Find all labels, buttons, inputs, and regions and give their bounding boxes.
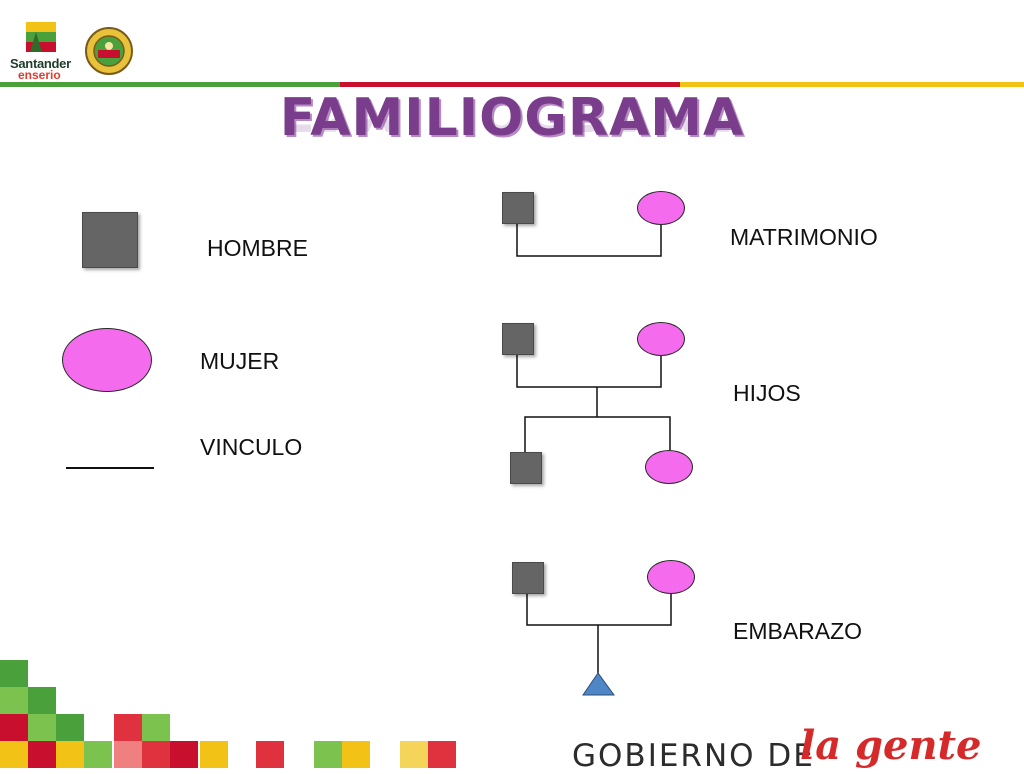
hijos-father [502, 323, 534, 355]
footer-gobierno: GOBIERNO DE [572, 738, 815, 774]
santander-flag-icon [26, 22, 56, 52]
male-symbol [82, 212, 138, 268]
hijos-mother [637, 322, 685, 356]
header-stripe-yellow [680, 82, 1024, 87]
hijos-children-line [524, 416, 671, 452]
footer-mosaic [0, 660, 456, 768]
hijos-son [510, 452, 542, 484]
header-stripe-red [340, 82, 680, 87]
female-symbol [62, 328, 152, 392]
footer-gente: la gente [800, 722, 982, 769]
matrimonio-line [516, 223, 662, 257]
hijos-parents-line [516, 354, 662, 388]
logo-line2: enserio [18, 68, 61, 82]
matrimonio-female [637, 191, 685, 225]
label-vinculo: VINCULO [200, 434, 303, 460]
label-mujer: MUJER [200, 348, 280, 374]
pregnancy-triangle [582, 672, 615, 696]
embarazo-male [512, 562, 544, 594]
hijos-daughter [645, 450, 693, 484]
label-hombre: HOMBRE [207, 235, 308, 261]
municipal-seal-icon [84, 26, 134, 76]
label-embarazo: EMBARAZO [733, 618, 863, 644]
matrimonio-male [502, 192, 534, 224]
embarazo-female [647, 560, 695, 594]
link-line [66, 467, 154, 469]
label-hijos: HIJOS [733, 380, 801, 406]
page-title: FAMILIOGRAMA [279, 88, 745, 148]
embarazo-line [526, 592, 672, 626]
header-stripe-green [0, 82, 340, 87]
santander-logo: Santander enserio [10, 18, 72, 82]
label-matrimonio: MATRIMONIO [730, 224, 878, 250]
logo-line1: Santander [10, 56, 71, 71]
